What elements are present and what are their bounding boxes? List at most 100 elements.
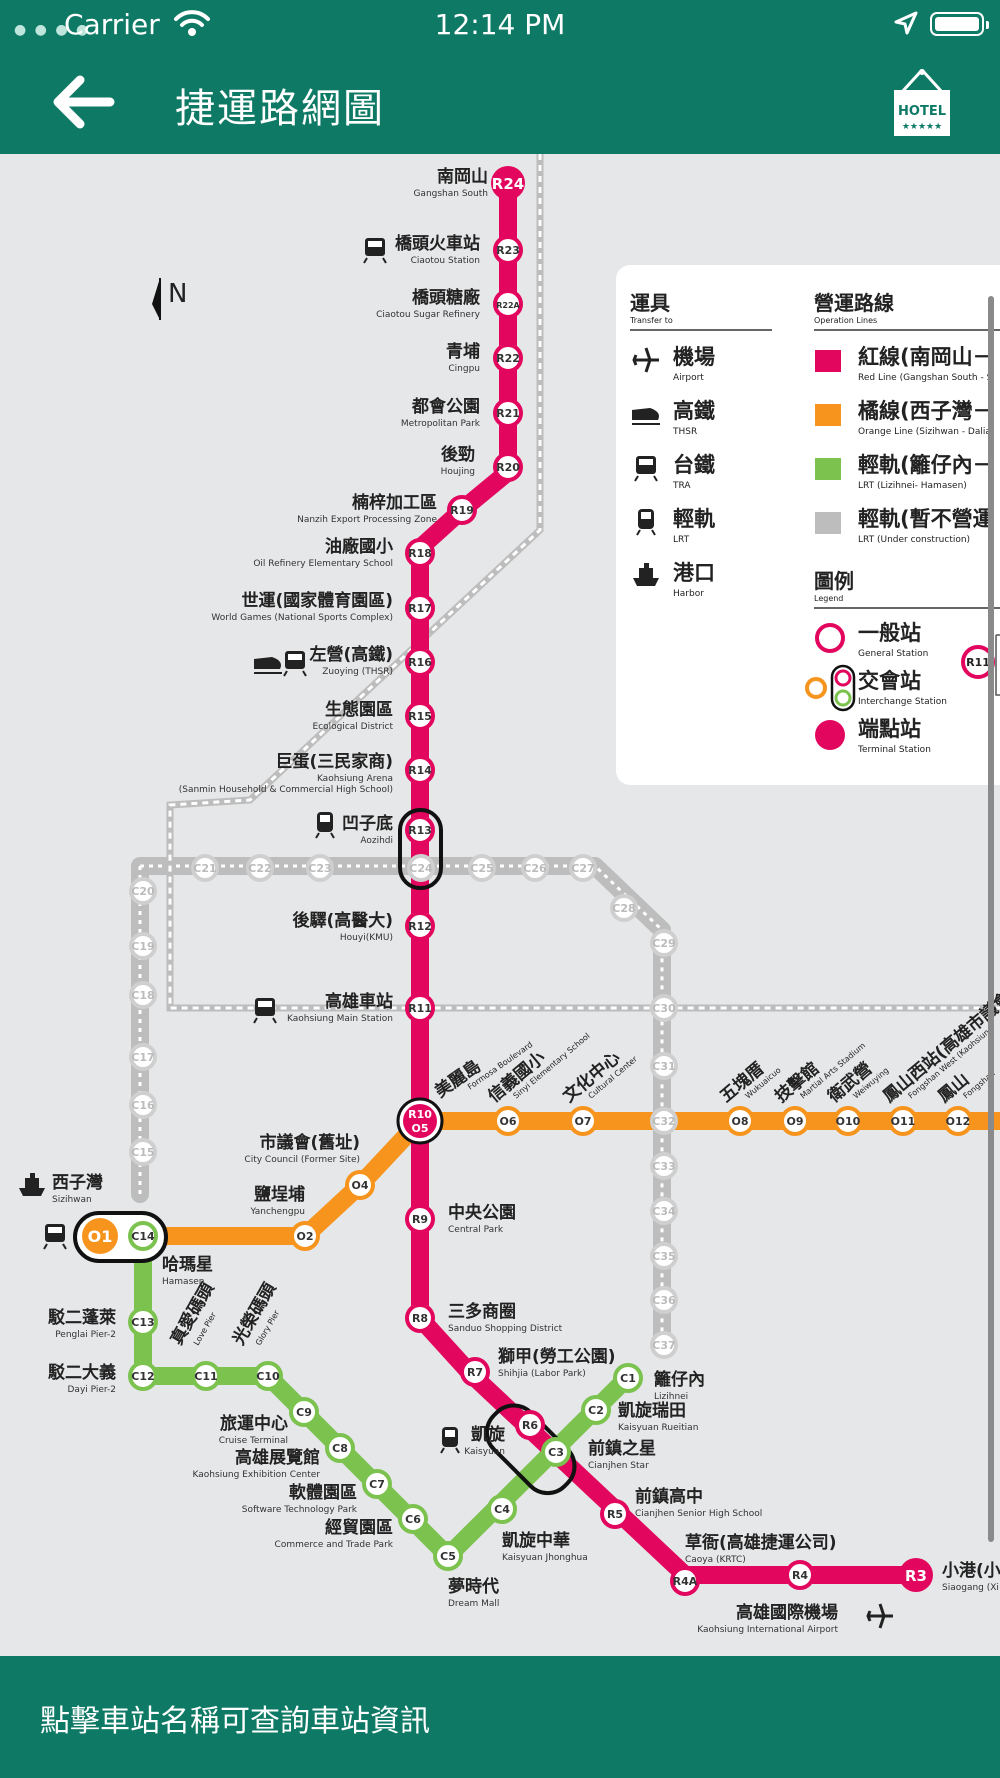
station-name-en[interactable]: Aozihdi xyxy=(360,836,393,846)
station-name-en[interactable]: Cingpu xyxy=(448,364,480,374)
station-marker[interactable] xyxy=(493,452,523,482)
station-code[interactable]: R18 xyxy=(408,547,432,560)
station-label-R22[interactable]: 青埔 Cingpu xyxy=(446,341,480,374)
station-code[interactable]: R22 xyxy=(496,352,520,365)
station-O1[interactable]: O1 xyxy=(82,1218,118,1254)
station-marker[interactable] xyxy=(447,495,477,525)
station-code[interactable]: R3 xyxy=(905,1567,927,1585)
station-name-zh[interactable]: 都會公園 xyxy=(411,396,480,417)
station-name-en[interactable]: (Sanmin Household & Commercial High Scho… xyxy=(179,785,393,795)
station-R4[interactable]: R4 xyxy=(785,1560,815,1590)
station-code[interactable]: R14 xyxy=(408,764,432,777)
station-marker[interactable] xyxy=(129,877,157,905)
station-name-zh[interactable]: 高雄國際機場 xyxy=(736,1602,838,1623)
station-C24[interactable]: C24 xyxy=(407,854,435,882)
station-code[interactable]: C34 xyxy=(652,1205,676,1218)
station-code[interactable]: O6 xyxy=(499,1115,516,1128)
station-name-zh[interactable]: 後勁 xyxy=(441,444,475,465)
station-R3[interactable]: R3 xyxy=(899,1558,933,1592)
station-marker[interactable] xyxy=(899,1558,933,1592)
station-name-zh[interactable]: 草衙(高雄捷運公司) xyxy=(685,1532,837,1553)
station-C14[interactable]: C14 xyxy=(128,1221,158,1251)
station-code[interactable]: C10 xyxy=(256,1370,280,1383)
station-C32[interactable]: C32 xyxy=(650,1107,678,1135)
station-R24[interactable]: R24 xyxy=(491,166,525,200)
station-name-en[interactable]: Kaisyuan Rueitian xyxy=(618,1423,698,1433)
station-code[interactable]: C8 xyxy=(332,1442,348,1455)
station-code[interactable]: R24 xyxy=(492,175,524,193)
station-name-en[interactable]: Lizihnei xyxy=(654,1392,688,1402)
station-name-zh[interactable]: 凱旋 xyxy=(471,1424,506,1445)
station-R7[interactable]: R7 xyxy=(460,1357,490,1387)
station-C1[interactable]: C1 xyxy=(613,1363,643,1393)
station-C12[interactable]: C12 xyxy=(128,1361,158,1391)
station-C7[interactable]: C7 xyxy=(362,1469,392,1499)
station-name-zh[interactable]: 左營(高鐵) xyxy=(309,644,393,665)
station-code[interactable]: R7 xyxy=(467,1366,483,1379)
station-R21[interactable]: R21 xyxy=(493,398,523,428)
station-marker[interactable] xyxy=(493,289,523,319)
station-name-zh[interactable]: 凱旋中華 xyxy=(502,1530,570,1551)
station-name-en[interactable]: Cruise Terminal xyxy=(219,1436,288,1446)
station-marker[interactable] xyxy=(405,701,435,731)
station-C37[interactable]: C37 xyxy=(650,1331,678,1359)
hotel-button[interactable]: HOTEL ★★★★★ xyxy=(888,68,956,140)
station-marker[interactable] xyxy=(468,854,496,882)
station-name-zh[interactable]: 橋頭火車站 xyxy=(395,233,480,254)
station-code[interactable]: C1 xyxy=(620,1372,636,1385)
station-name-en[interactable]: Gangshan South xyxy=(413,189,488,199)
station-marker[interactable] xyxy=(725,1106,755,1136)
station-code[interactable]: O10 xyxy=(836,1115,861,1128)
station-code[interactable]: O1 xyxy=(88,1227,113,1246)
station-marker[interactable] xyxy=(129,981,157,1009)
station-C9[interactable]: C9 xyxy=(289,1397,319,1427)
station-name-zh[interactable]: 前鎮高中 xyxy=(635,1486,703,1507)
station-C35[interactable]: C35 xyxy=(650,1242,678,1270)
station-code[interactable]: O5 xyxy=(411,1122,428,1135)
station-C3[interactable]: C3 xyxy=(541,1437,571,1467)
station-code[interactable]: R21 xyxy=(496,407,520,420)
station-marker[interactable] xyxy=(290,1221,320,1251)
station-C11[interactable]: C11 xyxy=(191,1361,221,1391)
station-R4A[interactable]: R4A xyxy=(670,1566,700,1596)
station-code[interactable]: C6 xyxy=(405,1513,421,1526)
station-code[interactable]: C7 xyxy=(369,1478,385,1491)
station-O11[interactable]: O11 xyxy=(888,1106,918,1136)
station-name-en[interactable]: Central Park xyxy=(448,1225,504,1235)
station-C29[interactable]: C29 xyxy=(650,929,678,957)
station-marker[interactable] xyxy=(306,854,334,882)
station-O9[interactable]: O9 xyxy=(780,1106,810,1136)
station-code[interactable]: C28 xyxy=(612,902,635,915)
station-O8[interactable]: O8 xyxy=(725,1106,755,1136)
station-code[interactable]: C20 xyxy=(131,885,155,898)
station-code[interactable]: C22 xyxy=(248,862,271,875)
station-name-zh[interactable]: 駁二大義 xyxy=(47,1362,116,1383)
station-marker[interactable] xyxy=(650,1052,678,1080)
station-name-zh[interactable]: 青埔 xyxy=(446,341,480,362)
station-name-en[interactable]: Software Technology Park xyxy=(242,1505,358,1515)
station-code[interactable]: O4 xyxy=(351,1179,368,1192)
station-code[interactable]: R12 xyxy=(408,920,432,933)
station-C25[interactable]: C25 xyxy=(468,854,496,882)
station-name-en[interactable]: Kaisyuan xyxy=(464,1447,505,1457)
station-code[interactable]: R17 xyxy=(408,602,432,615)
station-marker[interactable] xyxy=(650,1107,678,1135)
station-name-zh[interactable]: 油廠國小 xyxy=(325,536,393,557)
station-code[interactable]: R9 xyxy=(412,1213,428,1226)
station-code[interactable]: C21 xyxy=(193,862,216,875)
station-code[interactable]: C25 xyxy=(470,862,493,875)
station-marker[interactable] xyxy=(491,166,525,200)
